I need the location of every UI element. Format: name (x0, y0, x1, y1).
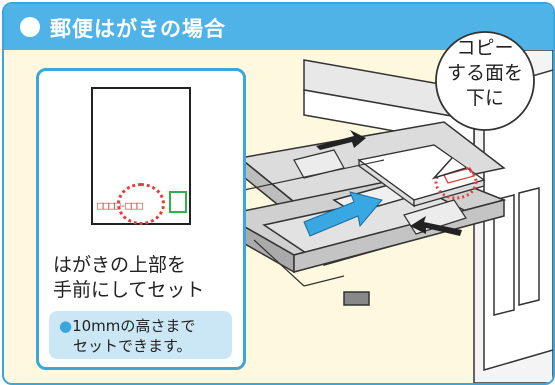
postcard-orientation-inset: □□□□-□□□ はがきの上部を 手前にしてセット ●10mmの高さまで セット… (36, 68, 246, 370)
insert-arrow-icon (303, 191, 383, 237)
instruction-line-2: 手前にしてセット (53, 279, 205, 301)
note-bullet-icon: ● (59, 317, 73, 335)
guide-arrow-right-icon (410, 216, 462, 236)
instruction-line-1: はがきの上部を (53, 254, 187, 276)
tray-extension (243, 159, 385, 287)
note-line-1: 10mmの高さまで (72, 317, 196, 335)
copier-body (303, 50, 553, 383)
capacity-note-text: ●10mmの高さまで セットできます。 (59, 316, 195, 356)
stamp-box-icon (169, 191, 187, 213)
bullet-icon (20, 17, 40, 37)
instruction-text: はがきの上部を 手前にしてセット (53, 253, 204, 303)
panel-title: 郵便はがきの場合 (50, 17, 226, 41)
copier-tray-illustration (221, 50, 553, 383)
bubble-text: コピー する面を 下に (434, 36, 536, 111)
note-line-2: セットできます。 (73, 337, 192, 355)
capacity-note: ●10mmの高さまで セットできます。 (49, 311, 232, 359)
speech-bubble (435, 31, 535, 131)
guide-arrow-icon (316, 130, 366, 150)
panel-header: 郵便はがきの場合 (4, 4, 553, 50)
highlight-circle-postcard (117, 183, 165, 225)
bubble-line-1: コピー (456, 37, 514, 59)
highlight-circle-tray (434, 164, 478, 200)
bubble-line-3: 下に (465, 87, 504, 109)
bubble-tail (431, 157, 467, 180)
bubble-line-2: する面を (446, 62, 523, 84)
